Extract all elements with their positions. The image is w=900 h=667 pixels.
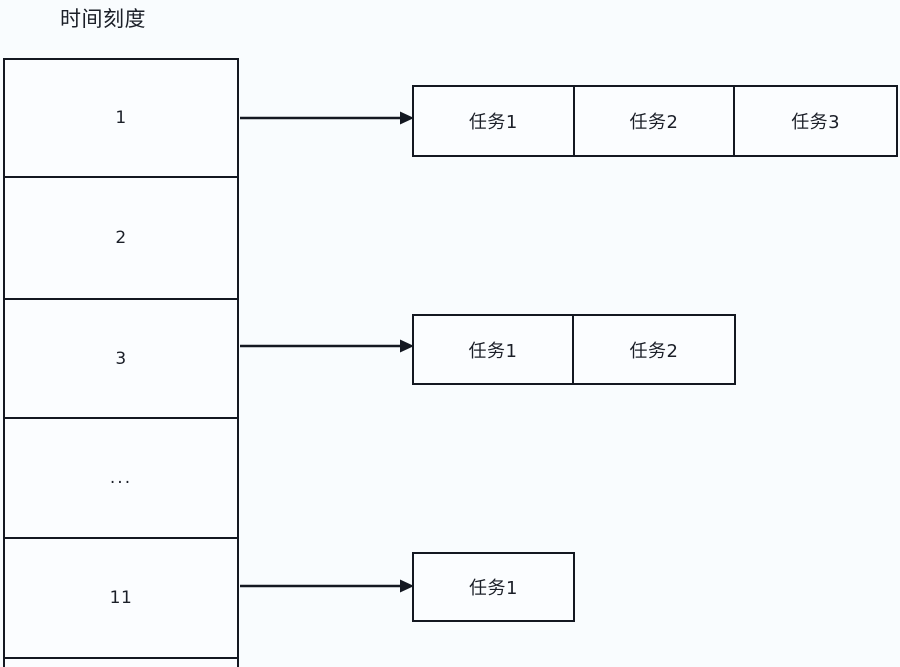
time-slot-cell bbox=[5, 659, 237, 667]
time-slot-cell: 2 bbox=[5, 178, 237, 300]
arrow-slot-1-to-tasks bbox=[240, 111, 415, 125]
time-slot-label: 2 bbox=[115, 228, 127, 248]
time-slot-label: 11 bbox=[109, 588, 133, 608]
task-chain-slot-3: 任务1 任务2 bbox=[412, 314, 736, 385]
task-cell: 任务1 bbox=[414, 87, 575, 155]
task-cell: 任务1 bbox=[414, 316, 575, 383]
time-slot-label: 3 bbox=[115, 348, 127, 369]
arrow-slot-3-to-tasks bbox=[240, 339, 415, 353]
page-title: 时间刻度 bbox=[60, 7, 146, 31]
task-cell: 任务1 bbox=[414, 554, 573, 620]
task-cell: 任务3 bbox=[735, 87, 896, 155]
time-slot-cell: ... bbox=[5, 419, 237, 539]
time-slot-cell: 11 bbox=[5, 539, 237, 659]
time-slot-label: 1 bbox=[115, 108, 127, 128]
time-slot-cell: 3 bbox=[5, 300, 237, 419]
task-cell: 任务2 bbox=[574, 316, 734, 383]
arrow-slot-11-to-tasks bbox=[240, 579, 415, 593]
time-slot-label: ... bbox=[109, 468, 133, 488]
time-slot-column: 1 2 3 ... 11 bbox=[3, 58, 239, 667]
task-chain-slot-1: 任务1 任务2 任务3 bbox=[412, 85, 898, 157]
task-chain-slot-11: 任务1 bbox=[412, 552, 575, 622]
task-cell: 任务2 bbox=[574, 87, 736, 155]
time-slot-cell: 1 bbox=[5, 60, 237, 178]
